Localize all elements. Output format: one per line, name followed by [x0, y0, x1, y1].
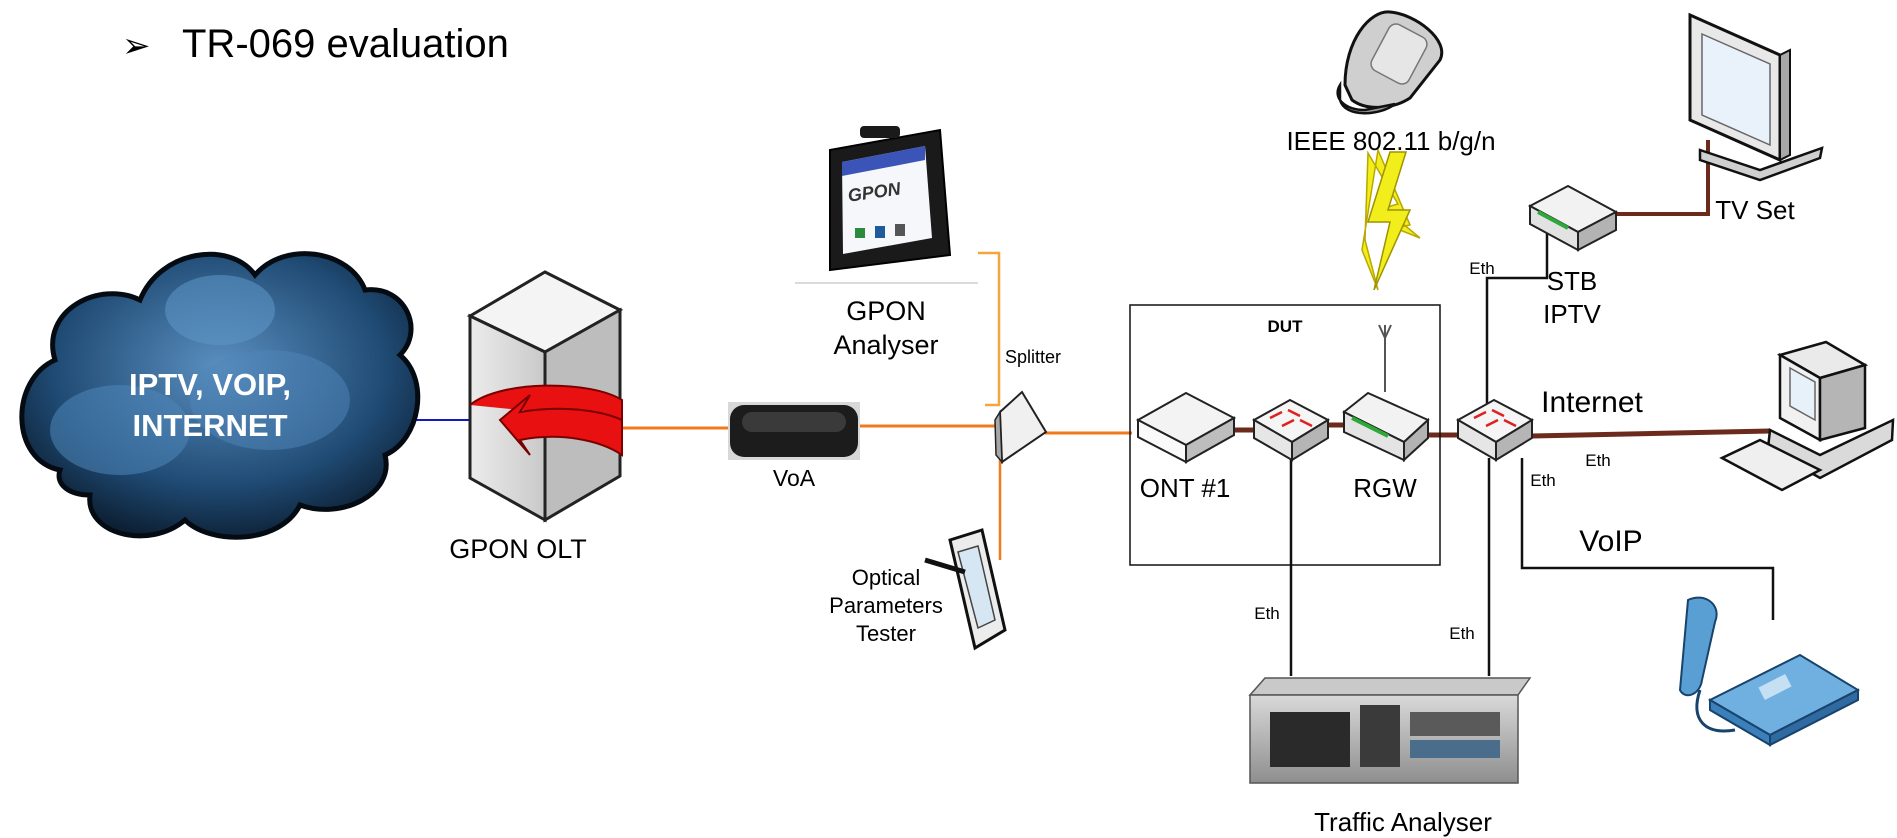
- page-title-text: TR-069 evaluation: [182, 22, 509, 66]
- splitter-device: Splitter: [994, 347, 1061, 465]
- bullet-arrow-icon: ➢: [122, 27, 151, 65]
- analyser-label-line1: GPON: [846, 296, 926, 326]
- eth-label-voip: Eth: [1530, 471, 1556, 490]
- links: [405, 140, 1775, 676]
- eth-switch-voip: [1520, 458, 1775, 620]
- tester-stylus-icon: [924, 557, 966, 575]
- switch-2-device: [1455, 398, 1535, 462]
- dut-label: DUT: [1268, 317, 1304, 336]
- voip-phone-device: VoIP: [1579, 525, 1861, 747]
- eth-label-internet: Eth: [1585, 451, 1611, 470]
- switch-1-arrows-icon: [1269, 408, 1313, 428]
- gpon-analyser-device: GPON GPON Analyser: [795, 126, 978, 360]
- switch-2-arrows-icon: [1473, 408, 1517, 428]
- eth-label-stb: Eth: [1469, 259, 1495, 278]
- voa-label: VoA: [773, 465, 816, 491]
- splitter-label: Splitter: [1005, 347, 1061, 367]
- switch-1-device: [1251, 398, 1331, 462]
- rgw-label: RGW: [1353, 473, 1417, 503]
- cloud-label-line1: IPTV, VOIP,: [129, 367, 291, 402]
- wifi-lightning-bolt: [1366, 151, 1412, 291]
- olt-tower: GPON OLT: [449, 270, 624, 564]
- tv-set-device: TV Set: [1688, 12, 1824, 225]
- copper-internet: [1531, 428, 1771, 439]
- phone-handset-icon: [1678, 596, 1718, 697]
- pc-device: Internet: [1541, 340, 1895, 492]
- mobile-phone-device: IEEE 802.11 b/g/n: [1286, 10, 1496, 156]
- ont-device: ONT #1: [1135, 391, 1237, 503]
- voip-label: VoIP: [1579, 525, 1642, 558]
- voa-device: VoA: [728, 402, 860, 491]
- page-title: ➢ TR-069 evaluation: [122, 22, 509, 67]
- cloud-label-line2: INTERNET: [133, 408, 288, 443]
- eth-switch-stb: [1485, 228, 1549, 408]
- tv-label: TV Set: [1715, 195, 1795, 225]
- eth-label-traffic-right: Eth: [1449, 624, 1475, 643]
- copper-stb-tv: [1610, 140, 1710, 216]
- fiber-splitter-analyser: [978, 251, 1001, 407]
- wifi-label: IEEE 802.11 b/g/n: [1286, 126, 1495, 156]
- eth-label-traffic-left: Eth: [1254, 604, 1280, 623]
- olt-label: GPON OLT: [449, 534, 587, 564]
- link-labels: Eth Eth Eth Eth Eth: [1254, 259, 1611, 643]
- stb-device: STB IPTV: [1527, 184, 1619, 329]
- traffic-analyser-device: Traffic Analyser: [1248, 677, 1532, 837]
- rgw-device: RGW: [1342, 324, 1430, 503]
- internet-label: Internet: [1541, 386, 1643, 419]
- olt-rotation-arrow-icon: [469, 384, 623, 457]
- traffic-label: Traffic Analyser: [1314, 807, 1492, 837]
- optical-tester-device: Optical Parameters Tester: [829, 528, 1007, 651]
- stb-label-line1: STB: [1547, 266, 1598, 296]
- tester-label-line3: Tester: [856, 621, 916, 646]
- tester-label-line2: Parameters: [829, 593, 943, 618]
- tester-label-line1: Optical: [852, 565, 920, 590]
- service-cloud: IPTV, VOIP, INTERNET: [19, 251, 421, 540]
- dut-box: DUT: [1129, 304, 1441, 566]
- ont-label: ONT #1: [1140, 473, 1231, 503]
- stb-label-line2: IPTV: [1543, 299, 1601, 329]
- analyser-label-line2: Analyser: [833, 330, 938, 360]
